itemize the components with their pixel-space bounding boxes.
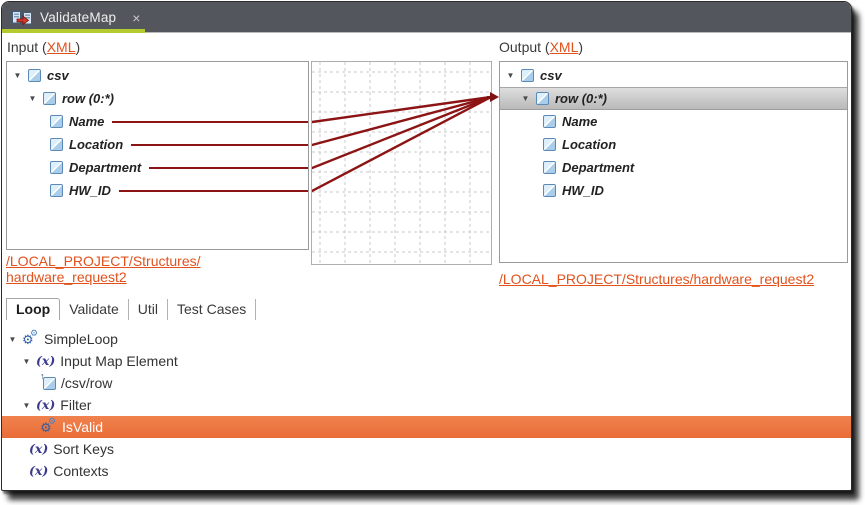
tab-loop[interactable]: Loop (6, 298, 61, 320)
mapping-line (149, 166, 308, 169)
tab-test-cases[interactable]: Test Cases (168, 299, 257, 320)
xml-element-icon (50, 115, 63, 128)
gears-icon: ⚙⚙ (40, 416, 57, 435)
map-icon (12, 10, 32, 26)
mapping-canvas[interactable] (310, 61, 493, 265)
xml-element-icon (50, 161, 63, 174)
input-xml-link[interactable]: XML (46, 39, 76, 55)
output-structure-link[interactable]: /LOCAL_PROJECT/Structures/hardware_reque… (499, 271, 815, 287)
chevron-down-icon[interactable]: ▼ (506, 71, 515, 80)
output-xml-link[interactable]: XML (549, 39, 579, 55)
xml-element-icon (543, 115, 556, 128)
chevron-down-icon[interactable]: ▼ (22, 400, 31, 410)
validatemap-window: ValidateMap × Input (XML) Output (XML) ▼… (1, 1, 852, 491)
tree-row-location[interactable]: Location (7, 133, 308, 156)
mapped-element-icon: ↑ (40, 371, 56, 390)
loop-config-tree: ▼ ⚙⚙ SimpleLoop ▼ (x) Input Map Element … (2, 328, 851, 482)
chevron-down-icon[interactable]: ▼ (8, 334, 17, 344)
input-pane-header: Input (XML) (7, 39, 81, 55)
mapping-line (118, 189, 308, 192)
fx-icon: (x) (29, 462, 49, 478)
tab-validate[interactable]: Validate (60, 299, 129, 320)
xml-element-icon (543, 184, 556, 197)
tree-row-row-selected[interactable]: ▼ row (0:*) (500, 87, 847, 110)
tree-row-filter[interactable]: ▼ (x) Filter (22, 396, 92, 413)
tree-row-isvalid[interactable]: ⚙⚙ IsValid (2, 416, 851, 438)
xml-element-icon (28, 69, 41, 82)
xml-element-icon (543, 138, 556, 151)
map-arrow-icon (487, 92, 504, 102)
tree-row-hwid[interactable]: HW_ID (7, 179, 308, 202)
tree-row-location[interactable]: Location (500, 133, 847, 156)
fx-icon: (x) (36, 396, 56, 412)
input-tree-panel: ▼ csv ▼ row (0:*) Name Location Departme… (6, 61, 309, 250)
tree-row-name[interactable]: Name (500, 110, 847, 133)
output-pane-header: Output (XML) (499, 39, 584, 55)
output-tree-panel: ▼ csv ▼ row (0:*) Name Location Departme… (499, 61, 848, 263)
xml-element-icon (50, 138, 63, 151)
tree-row-csv-row[interactable]: ↑ /csv/row (40, 370, 113, 392)
active-tab-underline (2, 29, 145, 33)
tree-row-csv[interactable]: ▼ csv (506, 68, 562, 83)
gears-icon: ⚙⚙ (22, 328, 39, 347)
xml-element-icon (543, 161, 556, 174)
xml-element-icon (536, 92, 549, 105)
fx-icon: (x) (29, 440, 49, 456)
xml-element-icon (43, 92, 56, 105)
tree-row-hwid[interactable]: HW_ID (500, 179, 847, 202)
tree-row-csv[interactable]: ▼ csv (13, 68, 69, 83)
tree-row-row[interactable]: ▼ row (0:*) (28, 91, 114, 106)
tab-util[interactable]: Util (129, 299, 169, 320)
input-structure-link[interactable]: /LOCAL_PROJECT/Structures/ (6, 253, 201, 269)
tree-row-department[interactable]: Department (500, 156, 847, 179)
chevron-down-icon[interactable]: ▼ (28, 94, 37, 103)
tree-row-sort-keys[interactable]: (x) Sort Keys (29, 440, 114, 457)
editor-tab-bar: ValidateMap × (2, 2, 851, 33)
fx-icon: (x) (36, 352, 56, 368)
tree-row-name[interactable]: Name (7, 110, 308, 133)
xml-element-icon (521, 69, 534, 82)
tab-title[interactable]: ValidateMap (40, 10, 117, 25)
chevron-down-icon[interactable]: ▼ (22, 356, 31, 366)
bottom-tab-bar: Loop Validate Util Test Cases (6, 298, 257, 320)
mapping-line (131, 143, 308, 146)
mapping-line (112, 120, 308, 123)
tree-row-simpleloop[interactable]: ▼ ⚙⚙ SimpleLoop (8, 328, 118, 348)
tree-row-contexts[interactable]: (x) Contexts (29, 462, 109, 479)
chevron-down-icon[interactable]: ▼ (13, 71, 22, 80)
tree-row-input-map-element[interactable]: ▼ (x) Input Map Element (22, 352, 178, 369)
chevron-down-icon[interactable]: ▼ (521, 94, 530, 103)
xml-element-icon (50, 184, 63, 197)
mapping-lines-svg (310, 62, 493, 264)
close-icon[interactable]: × (132, 9, 141, 26)
input-structure-link-line2[interactable]: hardware_request2 (6, 269, 127, 285)
tree-row-department[interactable]: Department (7, 156, 308, 179)
